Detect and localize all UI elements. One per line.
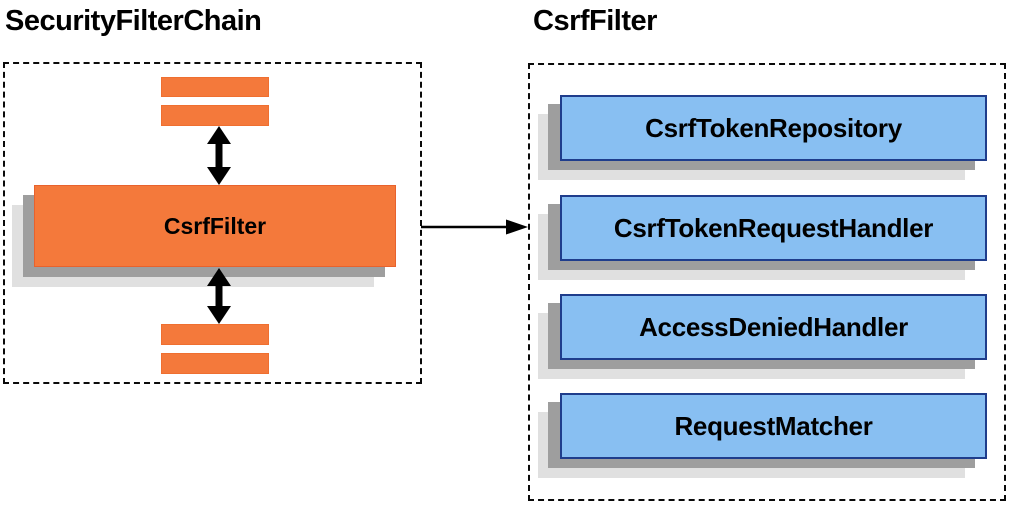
double-arrow-icon [206,268,232,324]
component-box-csrf-token-repository: CsrfTokenRepository [560,95,987,161]
filter-chain-bar [161,353,269,374]
csrf-filter-box: CsrfFilter [34,185,396,267]
filter-chain-bar [161,324,269,345]
component-box-request-matcher: RequestMatcher [560,393,987,459]
filter-chain-bar [161,105,269,126]
filter-chain-bar [161,77,269,97]
component-box-csrf-token-request-handler: CsrfTokenRequestHandler [560,195,987,261]
security-filter-chain-container: CsrfFilter [3,62,422,384]
csrf-filter-title: CsrfFilter [533,5,657,37]
security-filter-chain-title: SecurityFilterChain [5,5,262,37]
csrf-filter-box-label: CsrfFilter [163,212,267,239]
right-arrow-icon [421,216,528,238]
csrf-filter-container: CsrfTokenRepository CsrfTokenRequestHand… [528,63,1006,501]
component-box-access-denied-handler: AccessDeniedHandler [560,294,987,360]
double-arrow-icon [206,126,232,185]
